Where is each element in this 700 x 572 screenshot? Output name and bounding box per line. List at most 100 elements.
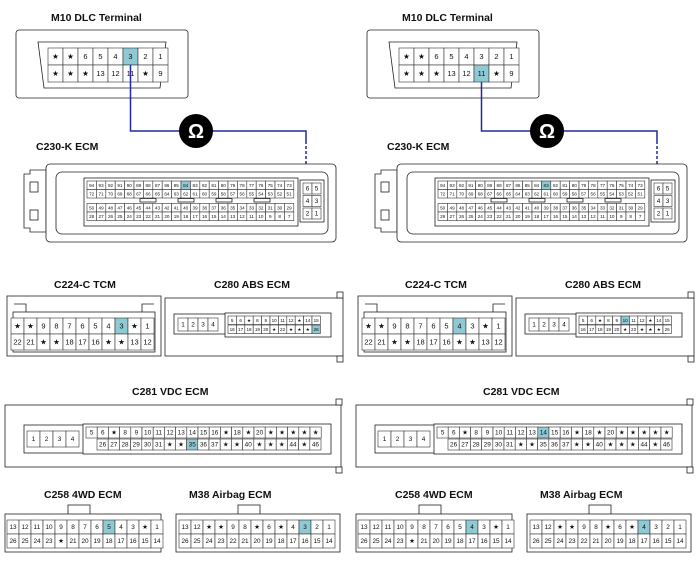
pin-cell	[673, 533, 687, 549]
ecm-main-row1-pin: 69	[465, 189, 476, 199]
airbag-row1-pin: 12	[541, 519, 555, 535]
pin-label: 24	[384, 538, 392, 545]
pin-label: ★	[105, 338, 112, 347]
abs-left-pin: 4	[558, 317, 570, 332]
ecm-main-row0-pin: 77	[597, 180, 608, 190]
vdc-left-pin: 2	[390, 430, 405, 448]
tcm-row1-pin: 4	[101, 317, 116, 335]
ecm-main-row2-pin: 33	[246, 203, 257, 213]
dlc-row1-pin: 5	[92, 47, 109, 66]
pin-label: 21	[26, 338, 34, 347]
pin-label: 12	[517, 430, 525, 437]
ecm-main-row3-pin: 13	[227, 211, 238, 221]
pin-label: ★	[27, 322, 34, 331]
ecm-side-row0-pin: 6	[302, 182, 313, 195]
vdc-row1-pin: 9	[481, 426, 494, 439]
ecm-main-row1-pin: 52	[274, 189, 285, 199]
pin-label: 63	[525, 191, 531, 196]
ecm-main-row0-pin: 86	[512, 180, 523, 190]
ecm-main-row3-pin: 16	[199, 211, 210, 221]
pin-label: 9	[135, 430, 139, 437]
airbag-row1-pin: 9	[226, 519, 240, 535]
ecm-main-row0-pin: 82	[550, 180, 561, 190]
wire-solid	[480, 82, 658, 141]
airbag-row1-pin: 1	[322, 519, 336, 535]
pin-label: 5	[231, 318, 234, 323]
pin-label: 1	[678, 524, 682, 531]
tcm-row2-pin: 21	[23, 333, 38, 351]
tcm-row1-pin: 7	[62, 317, 77, 335]
tcm-row2-pin: 16	[439, 333, 454, 351]
fourwd-row2-pin: 19	[90, 533, 104, 549]
pin-label: ★	[482, 322, 489, 331]
ecm-main-row0-pin: 85	[171, 180, 182, 190]
tcm-row1-pin: ★	[23, 317, 38, 335]
pin-label: 90	[127, 183, 133, 188]
pin-label: 12	[166, 430, 174, 437]
abs-row1-pin: 9	[261, 315, 271, 325]
pin-label: 93	[99, 183, 105, 188]
pin-label: 26	[532, 538, 540, 545]
pin-label: 13	[447, 69, 455, 78]
ecm-main-row1-pin: 56	[588, 189, 599, 199]
pin-label: 21	[506, 214, 512, 219]
ohmmeter-icon: Ω	[179, 114, 213, 148]
ohmmeter-icon: Ω	[530, 114, 564, 148]
vdc-row1-pin: 9	[130, 426, 143, 439]
vdc-row2-pin: 29	[130, 438, 143, 451]
fourwd-row2-pin: 15	[489, 533, 503, 549]
pin-label: 12	[21, 524, 29, 531]
pin-label: ★	[391, 338, 398, 347]
pin-cell	[503, 64, 520, 83]
pin-label: 10	[258, 214, 264, 219]
ecm-main-row0-pin: 94	[86, 180, 97, 190]
pin-label: 25	[21, 538, 29, 545]
ecm-main-row0-pin: 76	[606, 180, 617, 190]
vdc-row1-pin: ★	[615, 426, 628, 439]
pin-cell	[660, 426, 673, 439]
ecm-main-row2-pin: 38	[550, 203, 561, 213]
vdc-row1-pin: 8	[119, 426, 132, 439]
dlc-row1-pin: 4	[458, 47, 475, 66]
pin-label: ★	[462, 430, 468, 437]
ecm-main-row1-pin: 59	[559, 189, 570, 199]
vdc-row2-pin: ★	[514, 438, 527, 451]
airbag-title: M38 Airbag ECM	[540, 489, 623, 501]
pin-label: 4	[457, 322, 461, 331]
pin-label: 17	[640, 538, 648, 545]
ecm-main-row3-pin: 28	[86, 211, 97, 221]
tcm-row2-pin: ★	[465, 333, 480, 351]
tcm-row1-pin: 6	[75, 317, 90, 335]
pin-label: 64	[515, 191, 521, 196]
ecm-main-row3-pin: 9	[265, 211, 276, 221]
ecm-latch	[23, 169, 47, 233]
abs-row2-pin: 22	[629, 324, 639, 334]
pin-label: 52	[277, 191, 283, 196]
pin-label: 11	[280, 318, 285, 323]
fourwd-row1-pin: 6	[441, 519, 455, 535]
ecm-main-row1-pin: 64	[161, 189, 172, 199]
pin-cell	[662, 195, 673, 207]
pin-label: ★	[404, 338, 411, 347]
pin-label: 26	[665, 327, 671, 332]
pin-label: 3	[479, 52, 483, 61]
pin-label: 18	[234, 430, 242, 437]
pin-label: 1	[158, 52, 162, 61]
vdc-row1-pin: 15	[197, 426, 210, 439]
pin-cell	[322, 533, 336, 549]
pin-label: 42	[515, 205, 521, 210]
ecm-main-row1-pin: 51	[635, 189, 646, 199]
fourwd-row2-pin: 26	[357, 533, 371, 549]
vdc-left-pin: 2	[39, 430, 54, 448]
pin-label: 69	[468, 191, 474, 196]
pin-label: 29	[484, 442, 492, 449]
airbag-row1-pin: 3	[649, 519, 663, 535]
dlc-row1-pin: 5	[443, 47, 460, 66]
pin-label: 21	[592, 538, 600, 545]
pin-label: 16	[480, 538, 488, 545]
fourwd-row2-pin: 26	[6, 533, 20, 549]
